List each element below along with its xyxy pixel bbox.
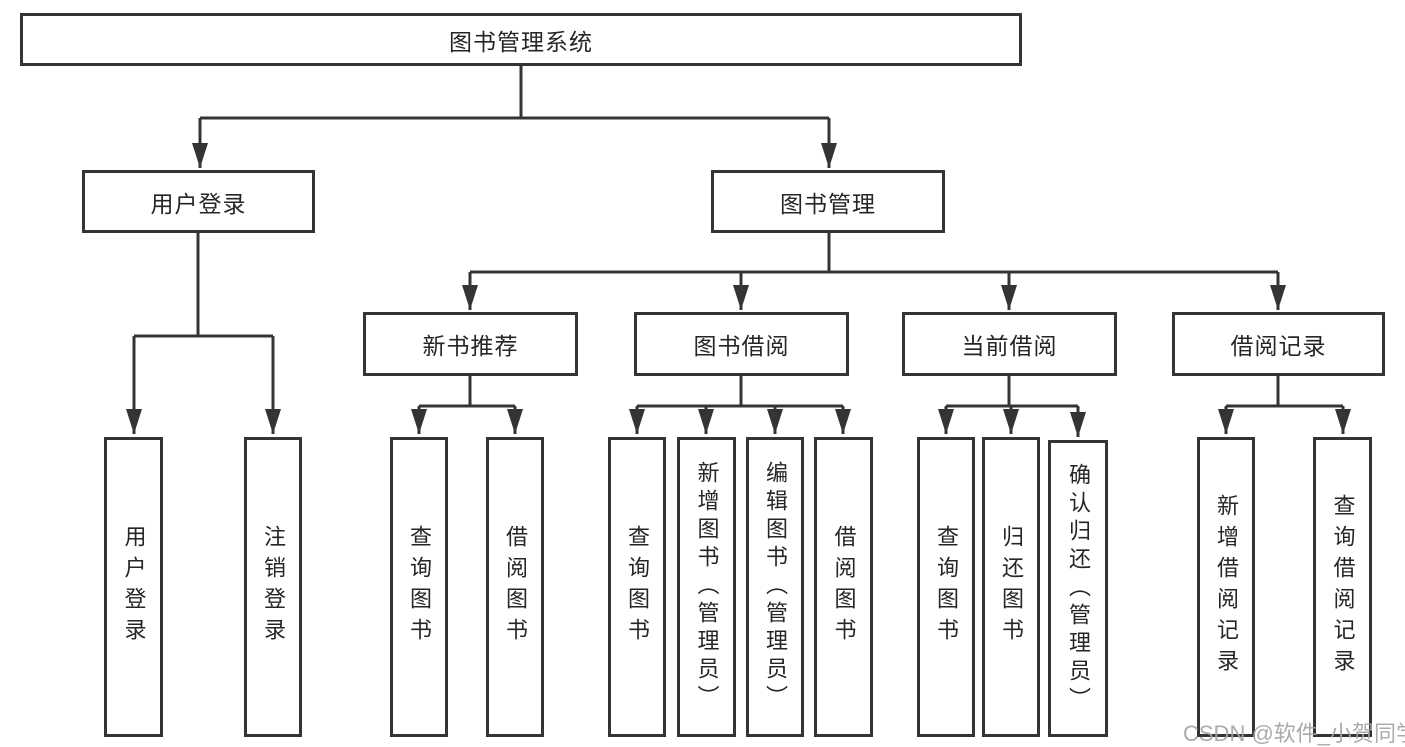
leaf-bb-edit-book: 编辑图书（管理员） <box>746 437 804 737</box>
csdn-watermark: CSDN @软件_小贺同学 <box>1183 721 1405 746</box>
leaf-br-query-record: 查询借阅记录 <box>1313 437 1372 737</box>
node-root: 图书管理系统 <box>20 13 1022 66</box>
leaf-br-add-record: 新增借阅记录 <box>1197 437 1255 737</box>
leaf-user-login: 用户登录 <box>104 437 163 737</box>
leaf-cb-confirm-return: 确认归还（管理员） <box>1048 440 1108 737</box>
node-user-login: 用户登录 <box>82 170 315 233</box>
leaf-logout: 注销登录 <box>244 437 302 737</box>
leaf-cb-query-book: 查询图书 <box>917 437 975 737</box>
leaf-bb-add-book: 新增图书（管理员） <box>677 437 736 737</box>
leaf-rec-borrow-book: 借阅图书 <box>486 437 544 737</box>
node-borrow-record: 借阅记录 <box>1172 312 1385 376</box>
leaf-rec-query-book: 查询图书 <box>390 437 448 737</box>
node-book-borrow: 图书借阅 <box>634 312 849 376</box>
node-new-book-rec: 新书推荐 <box>363 312 578 376</box>
leaf-bb-borrow-book: 借阅图书 <box>814 437 873 737</box>
leaf-bb-query-book: 查询图书 <box>608 437 666 737</box>
node-book-mgmt: 图书管理 <box>711 170 945 233</box>
node-current-borrow: 当前借阅 <box>902 312 1117 376</box>
leaf-cb-return-book: 归还图书 <box>982 437 1040 737</box>
